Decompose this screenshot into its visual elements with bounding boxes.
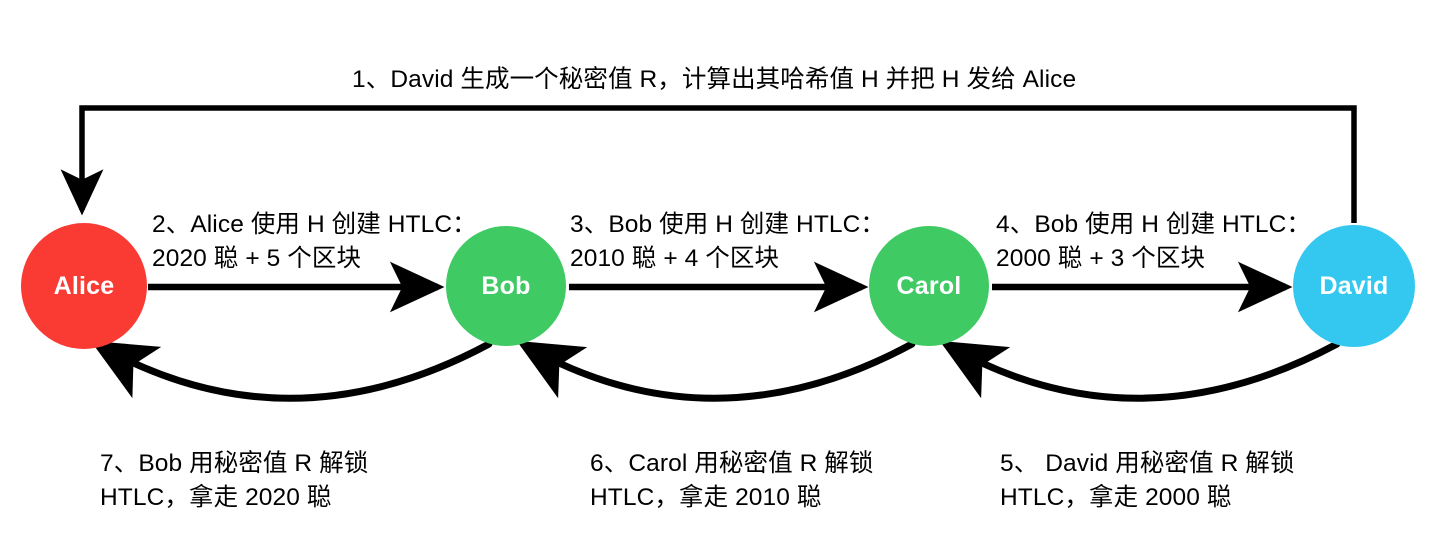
- label-step-7-line-2: HTLC，拿走 2020 聪: [100, 483, 332, 511]
- label-step-3-line-2: 2010 聪 + 4 个区块: [570, 244, 780, 272]
- label-step-3-line-1: 3、Bob 使用 H 创建 HTLC：: [570, 211, 886, 238]
- label-step-6-line-1: 6、Carol 用秘密值 R 解锁: [590, 450, 874, 477]
- connector-step-1-david-to-alice: [60, 105, 1357, 223]
- label-step-5-line-2: HTLC，拿走 2000 聪: [1000, 483, 1232, 511]
- label-step-5: 5、 David 用秘密值 R 解锁 HTLC，拿走 2000 聪: [1000, 447, 1294, 515]
- label-step-7-line-1: 7、Bob 用秘密值 R 解锁: [100, 450, 369, 477]
- label-step-2: 2、Alice 使用 H 创建 HTLC： 2020 聪 + 5 个区块: [152, 208, 477, 276]
- node-carol[interactable]: Carol: [869, 226, 989, 346]
- label-step-6: 6、Carol 用秘密值 R 解锁 HTLC，拿走 2010 聪: [590, 447, 874, 515]
- label-step-1: 1、David 生成一个秘密值 R，计算出其哈希值 H 并把 H 发给 Alic…: [352, 66, 1077, 93]
- label-step-4-line-1: 4、Bob 使用 H 创建 HTLC：: [996, 211, 1312, 238]
- label-step-6-line-2: HTLC，拿走 2010 聪: [590, 483, 822, 511]
- connector-step-5-david-to-carol: [939, 340, 1341, 402]
- connector-step-6-carol-to-bob: [516, 340, 916, 402]
- label-step-3: 3、Bob 使用 H 创建 HTLC： 2010 聪 + 4 个区块: [570, 208, 885, 276]
- label-step-5-line-1: 5、 David 用秘密值 R 解锁: [1000, 450, 1295, 477]
- label-step-4-line-2: 2000 聪 + 3 个区块: [996, 244, 1206, 272]
- label-step-2-line-1: 2、Alice 使用 H 创建 HTLC：: [152, 211, 477, 238]
- node-bob[interactable]: Bob: [446, 226, 566, 346]
- node-david[interactable]: David: [1293, 225, 1415, 347]
- label-step-2-line-2: 2020 聪 + 5 个区块: [152, 244, 362, 272]
- connector-step-7-bob-to-alice: [90, 340, 493, 402]
- label-step-4: 4、Bob 使用 H 创建 HTLC： 2000 聪 + 3 个区块: [996, 208, 1311, 276]
- label-step-7: 7、Bob 用秘密值 R 解锁 HTLC，拿走 2020 聪: [100, 447, 368, 515]
- node-alice[interactable]: Alice: [21, 223, 147, 349]
